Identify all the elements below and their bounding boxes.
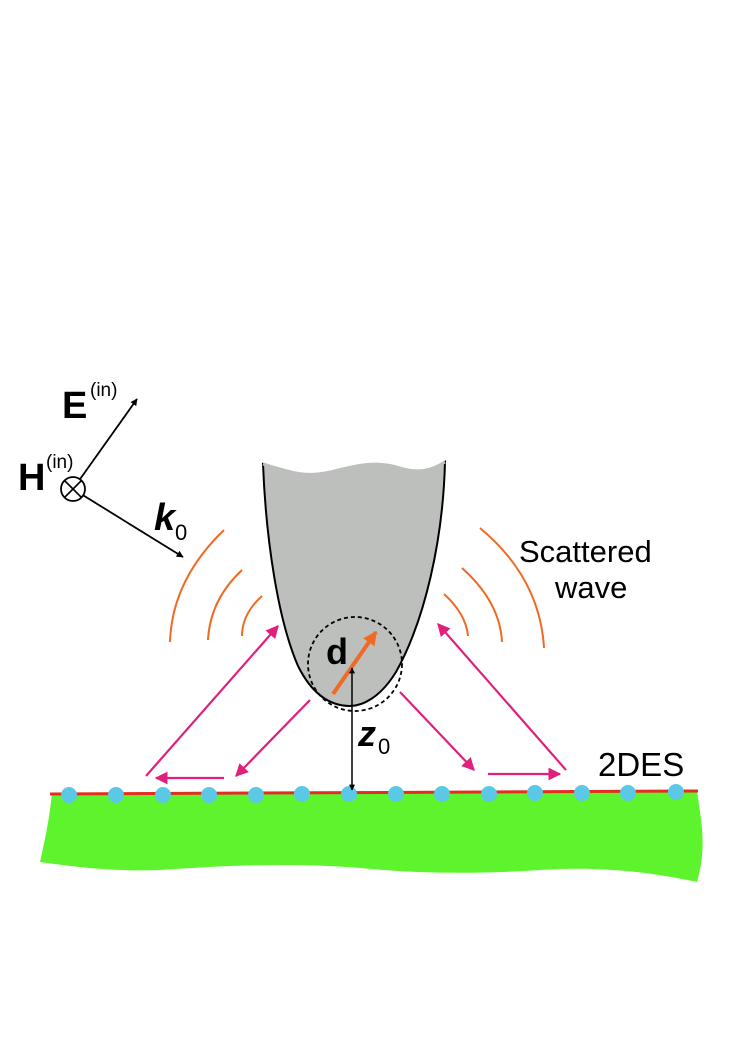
h-field-label: H xyxy=(18,457,45,499)
scattered-wave-label-line2: wave xyxy=(554,570,627,605)
electron xyxy=(108,787,124,803)
launch-arrow-right xyxy=(399,691,475,771)
dipole-arrow xyxy=(331,630,378,696)
k-vector-arrow xyxy=(72,488,184,558)
h-field-superscript: (in) xyxy=(46,452,73,473)
height-subscript: 0 xyxy=(378,734,390,759)
circle-cross-icon xyxy=(60,476,86,502)
electron xyxy=(388,786,404,802)
electron xyxy=(61,787,77,803)
dipole-region-circle xyxy=(307,616,403,712)
electron xyxy=(155,787,171,803)
scattered-wave-label-line1: Scattered xyxy=(519,534,652,569)
electron xyxy=(248,787,264,803)
electron xyxy=(668,784,684,800)
2des-label: 2DES xyxy=(598,746,684,783)
electron xyxy=(294,786,310,802)
e-field-arrow xyxy=(72,398,138,490)
e-field-label: E xyxy=(62,385,87,427)
electron xyxy=(574,785,590,801)
wavevector-label: k xyxy=(154,497,177,539)
electron xyxy=(620,785,636,801)
wavevector-subscript: 0 xyxy=(175,520,187,545)
electron xyxy=(481,786,497,802)
electrons xyxy=(61,784,684,803)
dipole-label: d xyxy=(326,631,348,672)
probe-tip xyxy=(261,460,447,708)
outcoupling-arrow-left xyxy=(145,625,279,777)
electron xyxy=(434,786,450,802)
scattered-wave-right xyxy=(443,527,545,649)
plasmon-arrows xyxy=(145,623,567,785)
launch-arrow-left xyxy=(235,699,311,777)
scattered-wave-left xyxy=(169,529,263,643)
electron xyxy=(527,785,543,801)
outcoupling-arrow-right xyxy=(437,623,567,771)
substrate xyxy=(40,791,703,882)
electron xyxy=(341,786,357,802)
e-field-superscript: (in) xyxy=(90,380,117,401)
height-label: z xyxy=(357,713,376,754)
electron xyxy=(201,787,217,803)
